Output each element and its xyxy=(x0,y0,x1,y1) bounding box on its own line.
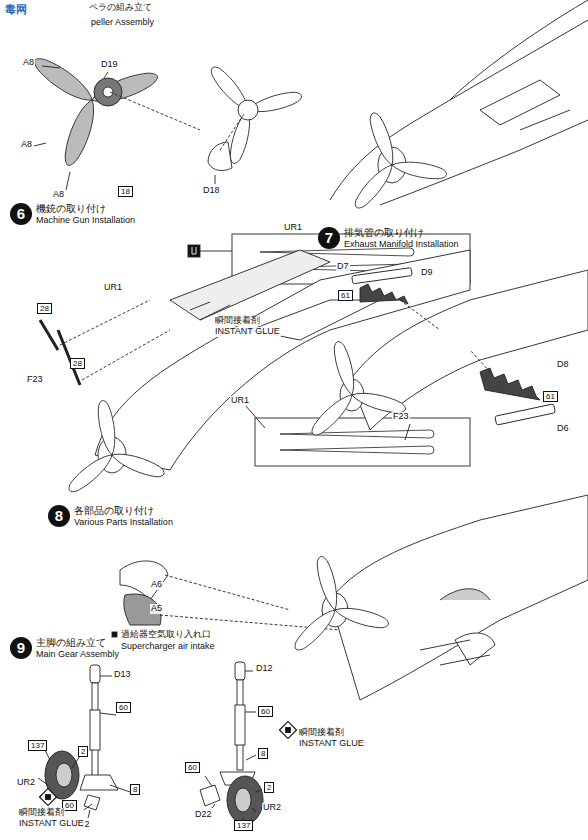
callout-number: 28 xyxy=(37,303,52,314)
step-title: 主脚の組み立てMain Gear Assembly xyxy=(36,637,119,660)
callout-number: 137 xyxy=(28,740,47,751)
part-label: 過給器空気取り入れ口 xyxy=(120,630,212,640)
step-heading: 6機銃の取り付けMachine Gun Installation xyxy=(10,203,135,226)
part-label: UR1 xyxy=(230,396,250,406)
part-label: A8 xyxy=(20,140,33,150)
step-number: 7 xyxy=(318,227,340,249)
part-label: peller Assembly xyxy=(90,18,155,28)
part-label: UR1 xyxy=(103,283,123,293)
step-title-line: 排気管の取り付け xyxy=(344,227,459,239)
step-title-line: Main Gear Assembly xyxy=(36,649,119,660)
part-label: INSTANT GLUE xyxy=(298,739,365,749)
watermark: 毒网 xyxy=(4,3,28,15)
callout-number: 61 xyxy=(338,290,353,301)
step-heading: 7排気管の取り付けExhaust Manifold Installation xyxy=(318,227,459,250)
callout-number: 18 xyxy=(118,186,133,197)
paint-code: 60 xyxy=(185,762,200,773)
callout-number: 2 xyxy=(78,746,88,757)
paint-code: 2 xyxy=(78,746,88,757)
part-label: INSTANT GLUE xyxy=(214,327,281,337)
paint-code: 18 xyxy=(118,186,133,197)
part-label: F23 xyxy=(26,375,44,385)
part-label: A8 xyxy=(22,58,35,68)
step-heading: 8各部品の取り付けVarious Parts Installation xyxy=(48,505,173,528)
part-label: D13 xyxy=(113,670,132,680)
step-title-line: Exhaust Manifold Installation xyxy=(344,239,459,250)
step-title-line: Machine Gun Installation xyxy=(36,215,135,226)
part-label: A6 xyxy=(150,580,163,590)
step-number: 9 xyxy=(10,637,32,659)
callout-number: 60 xyxy=(258,706,273,717)
step-title-line: 各部品の取り付け xyxy=(74,505,173,517)
callout-number: 60 xyxy=(185,762,200,773)
step-number: 6 xyxy=(10,203,32,225)
part-label: D19 xyxy=(100,60,119,70)
paint-code: 60 xyxy=(258,706,273,717)
step-title-line: 主脚の組み立て xyxy=(36,637,119,649)
callout-number: 8 xyxy=(130,784,140,795)
step-title-line: 機銃の取り付け xyxy=(36,203,135,215)
part-label: 瞬間接着剤 xyxy=(298,728,345,738)
paint-code: 28 xyxy=(37,303,52,314)
part-label: 瞬間接着剤 xyxy=(18,808,65,818)
step-title: 排気管の取り付けExhaust Manifold Installation xyxy=(344,227,459,250)
callout-number: 60 xyxy=(116,702,131,713)
callout-number: 8 xyxy=(258,748,268,759)
part-label: A8 xyxy=(52,190,65,200)
callout-number: 2 xyxy=(264,782,274,793)
step-title-line: Various Parts Installation xyxy=(74,517,173,528)
paint-code: 8 xyxy=(258,748,268,759)
callout-number: 61 xyxy=(543,391,558,402)
part-label: D18 xyxy=(202,186,221,196)
step-title: 各部品の取り付けVarious Parts Installation xyxy=(74,505,173,528)
part-label: D6 xyxy=(556,424,570,434)
paint-code: 8 xyxy=(130,784,140,795)
step-heading: 9主脚の組み立てMain Gear Assembly xyxy=(10,637,119,660)
part-label: INSTANT GLUE xyxy=(18,819,85,829)
part-label: A5 xyxy=(150,604,163,614)
step-number: 8 xyxy=(48,505,70,527)
callout-number: 137 xyxy=(234,820,253,831)
paint-code: 60 xyxy=(116,702,131,713)
paint-code: 2 xyxy=(264,782,274,793)
paint-code: 28 xyxy=(70,358,85,369)
part-label: D22 xyxy=(194,810,213,820)
part-label: D9 xyxy=(420,268,434,278)
paint-code: 61 xyxy=(338,290,353,301)
part-label: UR2 xyxy=(16,778,36,788)
part-label: D7 xyxy=(336,262,350,272)
part-label: UR1 xyxy=(283,223,303,233)
part-label: F23 xyxy=(392,412,410,422)
part-label: 瞬間接着剤 xyxy=(214,316,261,326)
part-label: UR2 xyxy=(262,803,282,813)
paint-code: 61 xyxy=(543,391,558,402)
paint-code: 137 xyxy=(234,820,253,831)
callout-number: 28 xyxy=(70,358,85,369)
part-label: ペラの組み立て xyxy=(88,3,153,13)
paint-code: 137 xyxy=(28,740,47,751)
step-title: 機銃の取り付けMachine Gun Installation xyxy=(36,203,135,226)
part-label: D8 xyxy=(556,360,570,370)
part-label: D12 xyxy=(255,664,274,674)
part-label: Supercharger air intake xyxy=(120,642,216,652)
